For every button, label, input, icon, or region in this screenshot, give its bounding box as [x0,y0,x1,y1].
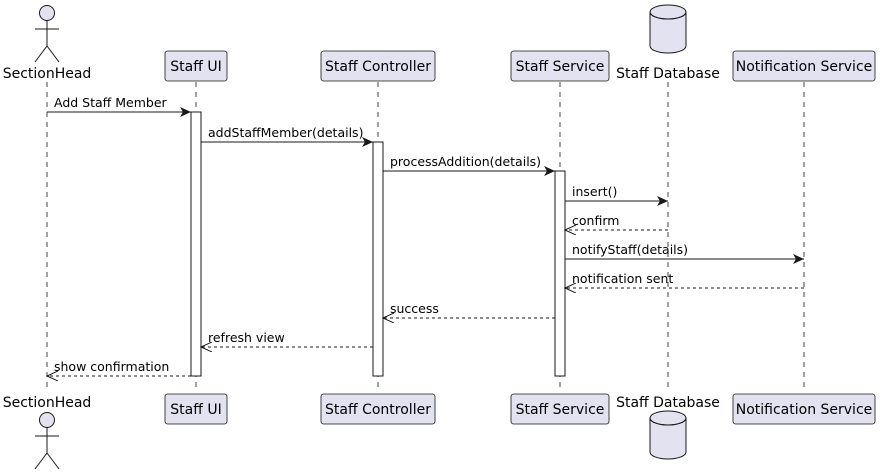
database-icon [649,4,687,54]
actor-icon [34,5,60,63]
message-label: processAddition(details) [390,154,541,169]
message-label: addStaffMember(details) [208,125,363,140]
participant-staff-service-top: Staff Service [510,50,610,82]
participant-label: Staff Controller [325,402,431,418]
activation-bar-staff-service [554,170,566,377]
message-label: notification sent [572,271,673,286]
participant-label: Staff Database [616,395,720,411]
actor-icon [34,412,60,470]
message-label: success [390,301,439,316]
participant-label: Notification Service [736,402,873,418]
participant-label: Staff UI [170,59,221,75]
participant-box [732,50,876,82]
message-label: notifyStaff(details) [572,242,688,257]
message-10: show confirmation [47,359,191,376]
message-9: refresh view [201,330,373,347]
participant-staff-ui-top: Staff UI [164,50,228,82]
participant-staff-controller-bottom: Staff Controller [320,393,436,425]
message-3: processAddition(details) [383,154,555,176]
message-label: refresh view [208,330,285,345]
message-label: insert() [572,184,617,199]
message-2: addStaffMember(details) [201,125,373,147]
message-label: Add Staff Member [54,95,168,110]
activation-bar-staff-ui [190,111,202,377]
participant-box [164,393,228,425]
participant-notification-service-bottom: Notification Service [732,393,876,425]
participant-staff-ui-bottom: Staff UI [164,393,228,425]
message-8: success [383,301,555,318]
participant-label: Staff Database [616,66,720,82]
participant-label: Staff Service [516,402,605,418]
message-label: confirm [572,213,619,228]
participant-staff-database-top: Staff Database [616,4,720,82]
message-4: insert() [565,184,668,206]
message-label: show confirmation [54,359,169,374]
participant-notification-service-top: Notification Service [732,50,876,82]
participant-label: SectionHead [3,66,92,82]
participant-label: Notification Service [736,59,873,75]
participant-box [510,393,610,425]
participant-label: Staff Controller [325,59,431,75]
message-7: notification sent [565,271,804,288]
participant-staff-controller-top: Staff Controller [320,50,436,82]
participant-box [320,393,436,425]
message-6: notifyStaff(details) [565,242,804,264]
participant-staff-database-bottom: Staff Database [616,395,720,460]
participant-box [732,393,876,425]
participant-staff-service-bottom: Staff Service [510,393,610,425]
participant-label: Staff UI [170,402,221,418]
participant-label: SectionHead [3,395,92,411]
message-5: confirm [565,213,668,230]
participant-box [164,50,228,82]
participant-box [320,50,436,82]
database-icon [649,410,687,460]
message-1: Add Staff Member [47,95,191,117]
activation-bar-staff-controller [372,141,384,377]
participant-box [510,50,610,82]
participant-label: Staff Service [516,59,605,75]
participant-sectionhead-bottom: SectionHead [3,395,92,470]
participant-sectionhead-top: SectionHead [3,5,92,82]
